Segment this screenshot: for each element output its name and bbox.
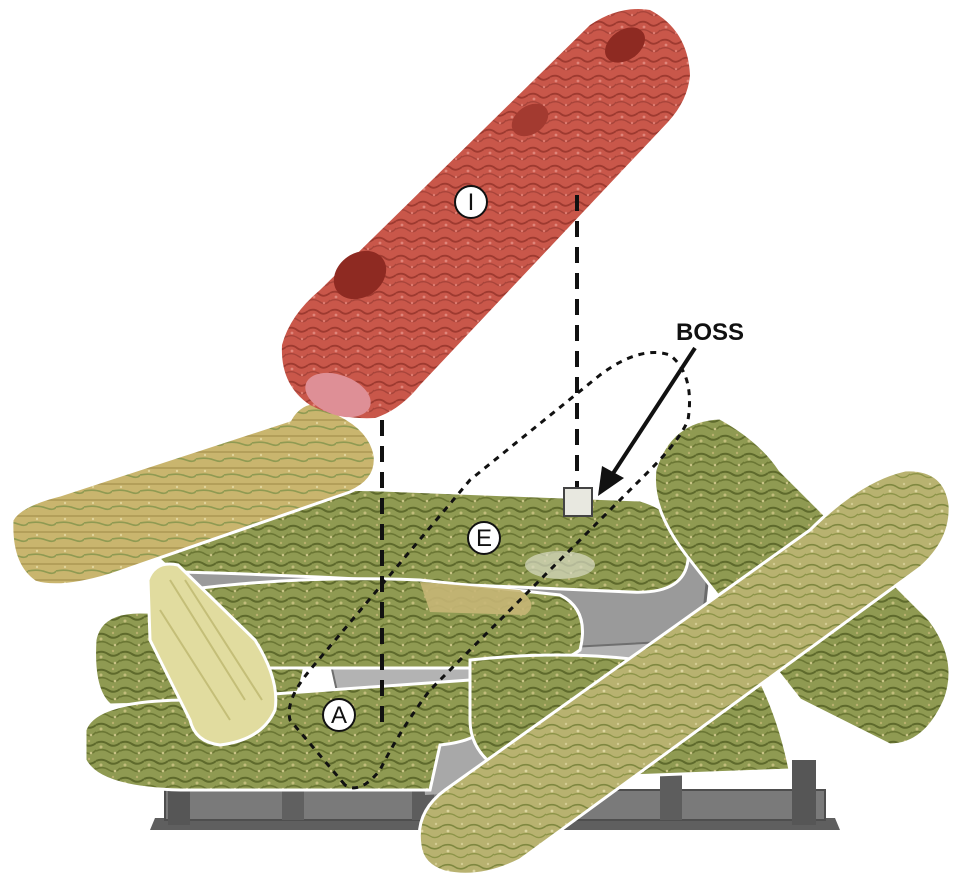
boss-peg [564,488,592,516]
grate-leg [792,760,816,825]
badge-label: A [331,702,347,729]
badge-label: E [476,525,492,552]
pointer-arrow-head [598,466,624,496]
badge-log-a: A [323,699,355,731]
badge-label: I [468,189,475,216]
grate-leg [660,772,682,820]
log-i [282,9,690,425]
boss-label: BOSS [676,319,744,346]
log-ember-patch [525,551,595,579]
badge-log-i: I [455,186,487,218]
badge-log-e: E [468,522,500,554]
